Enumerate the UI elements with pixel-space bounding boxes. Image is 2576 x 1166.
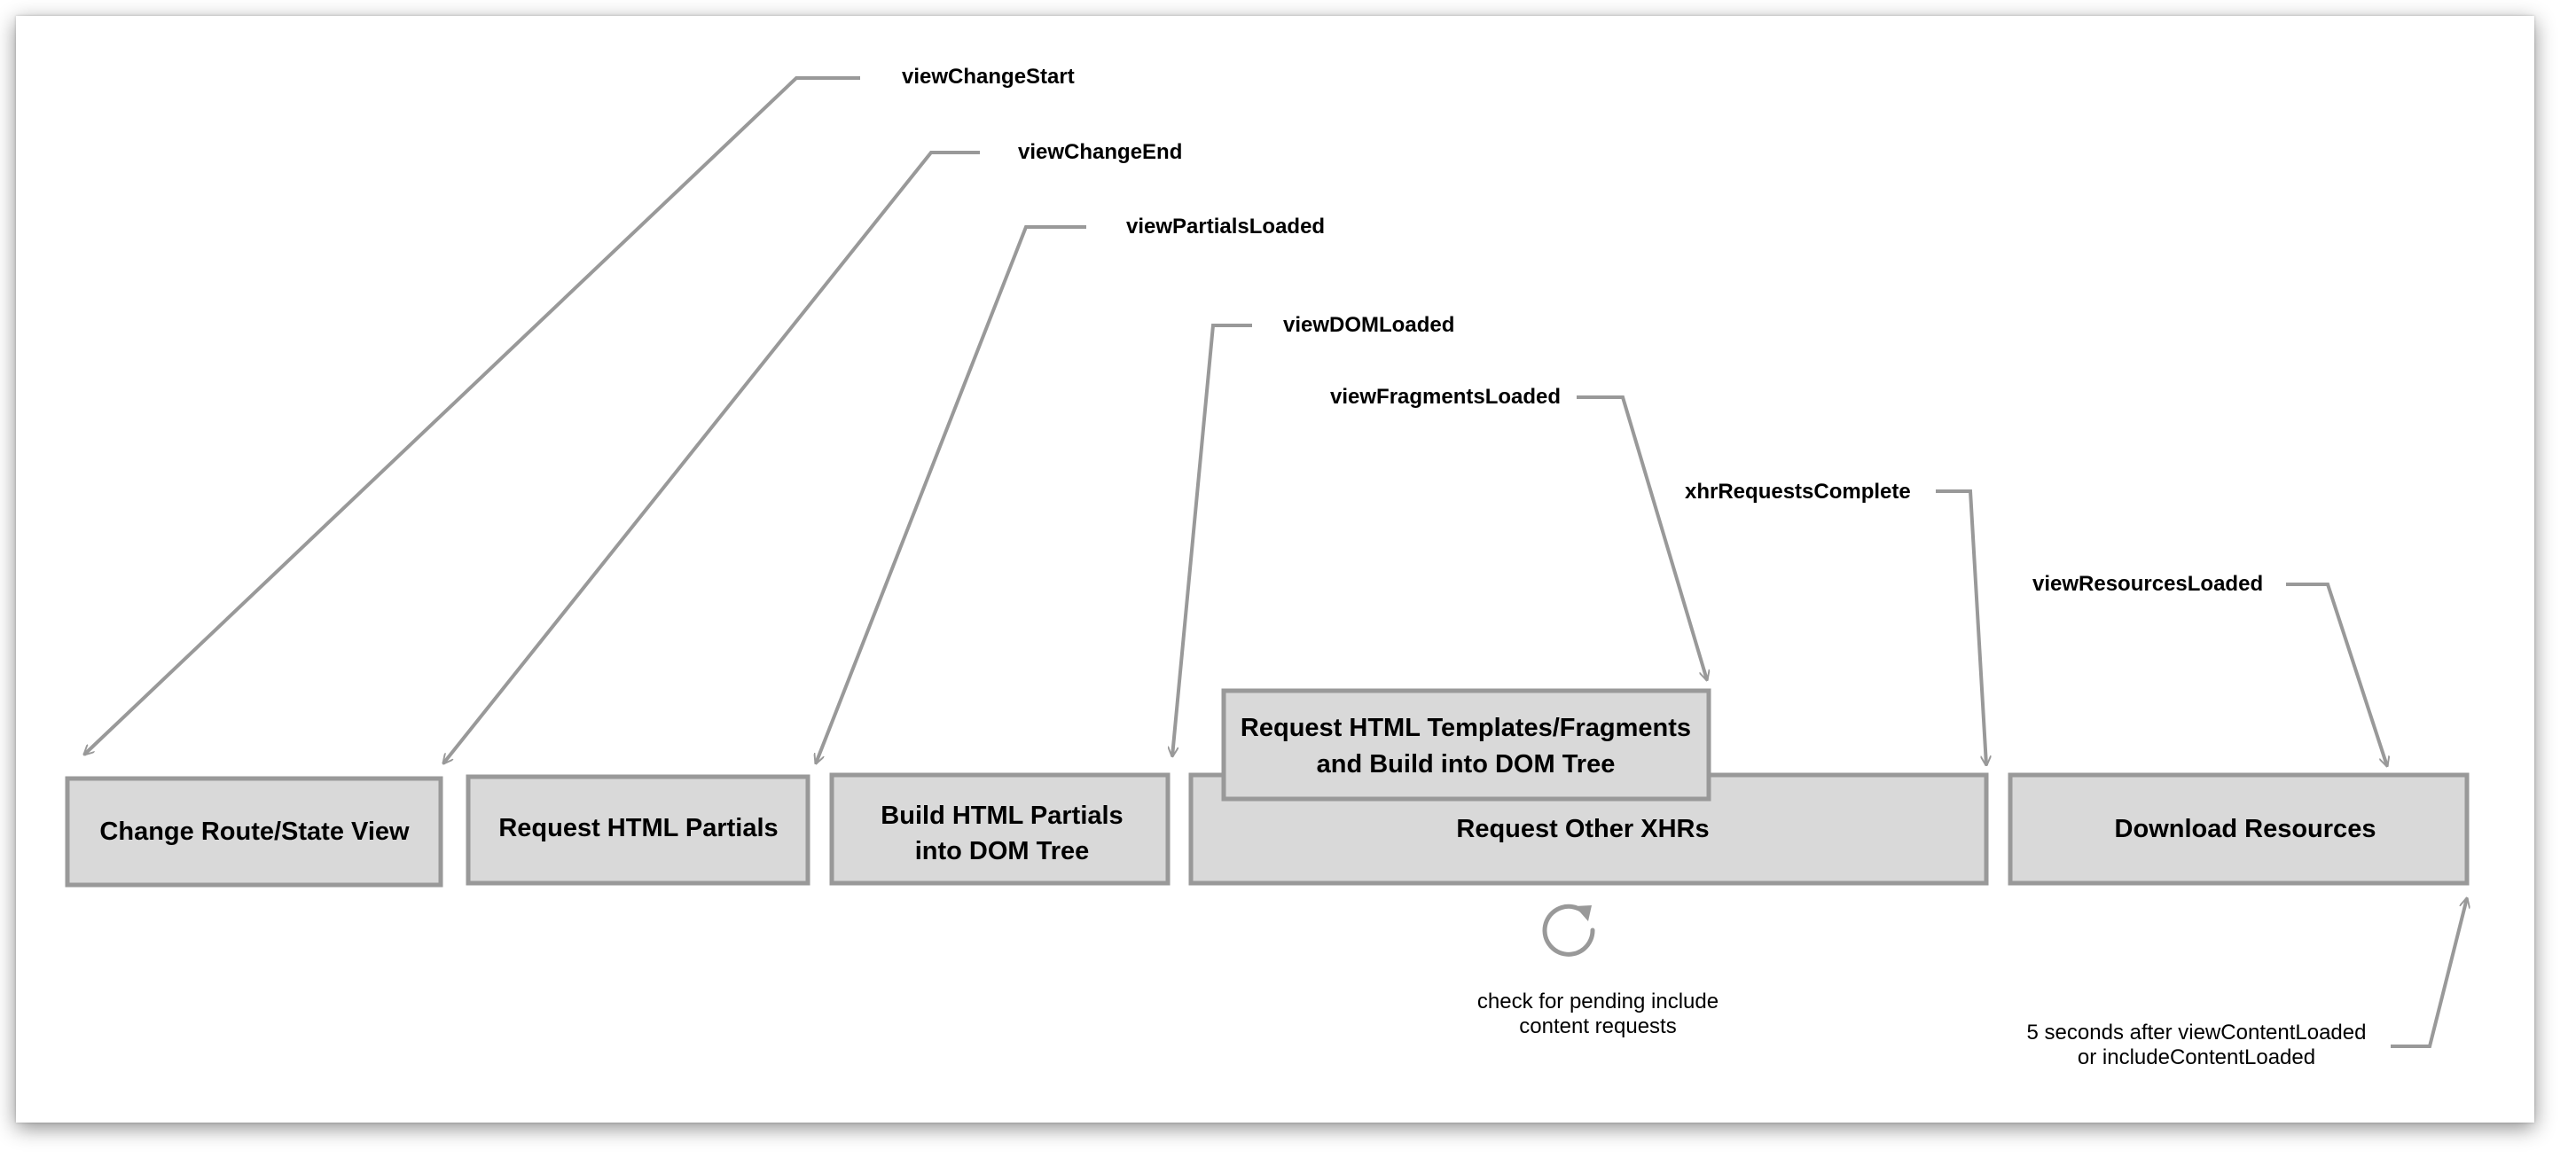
stage-label-request-partials: Request HTML Partials bbox=[498, 814, 778, 842]
event-label-view-fragments-loaded: viewFragmentsLoaded bbox=[1330, 385, 1561, 409]
stage-label-request-xhrs: Request Other XHRs bbox=[1456, 815, 1709, 843]
event-label-view-dom-loaded: viewDOMLoaded bbox=[1283, 313, 1454, 337]
connector-view-dom-loaded bbox=[1172, 324, 1252, 756]
stage-request-fragments-box bbox=[1221, 688, 1711, 802]
circular-arrow-icon bbox=[1542, 904, 1595, 957]
stage-label-request-fragments-line-2: and Build into DOM Tree bbox=[1317, 750, 1616, 779]
connector-view-resources-loaded bbox=[2286, 583, 2387, 766]
diagram-canvas bbox=[16, 16, 2534, 1123]
connector-delay-note bbox=[2391, 898, 2467, 1048]
event-label-xhr-requests-complete: xhrRequestsComplete bbox=[1685, 480, 1911, 504]
event-label-view-change-start: viewChangeStart bbox=[902, 65, 1075, 89]
stage-label-change-route: Change Route/State View bbox=[99, 818, 410, 846]
event-label-view-resources-loaded: viewResourcesLoaded bbox=[2032, 572, 2263, 596]
stage-request-partials-box bbox=[466, 774, 810, 886]
stage-label-request-fragments-line-1: Request HTML Templates/Fragments bbox=[1241, 714, 1691, 742]
note-delay-line-2: or includeContentLoaded bbox=[2078, 1045, 2315, 1069]
stage-download-resources-box bbox=[2008, 772, 2470, 886]
event-label-view-change-end: viewChangeEnd bbox=[1018, 140, 1182, 164]
stage-build-partials-box bbox=[829, 772, 1171, 886]
stage-label-build-partials-line-2: into DOM Tree bbox=[915, 837, 1090, 865]
note-pending-check-line-1: check for pending include bbox=[1477, 990, 1719, 1013]
stage-label-download-resources: Download Resources bbox=[2115, 815, 2376, 843]
connector-view-change-end bbox=[443, 151, 980, 763]
stage-label-build-partials-line-1: Build HTML Partials bbox=[881, 802, 1123, 830]
note-pending-check-line-2: content requests bbox=[1519, 1014, 1676, 1038]
note-delay-line-1: 5 seconds after viewContentLoaded bbox=[2027, 1021, 2367, 1045]
event-label-view-partials-loaded: viewPartialsLoaded bbox=[1126, 215, 1325, 239]
connector-view-fragments-loaded bbox=[1577, 395, 1707, 680]
connector-view-partials-loaded bbox=[816, 225, 1086, 763]
stage-change-route-box bbox=[65, 776, 443, 888]
connector-view-change-start bbox=[84, 76, 860, 755]
connector-xhr-requests-complete bbox=[1936, 489, 1986, 765]
